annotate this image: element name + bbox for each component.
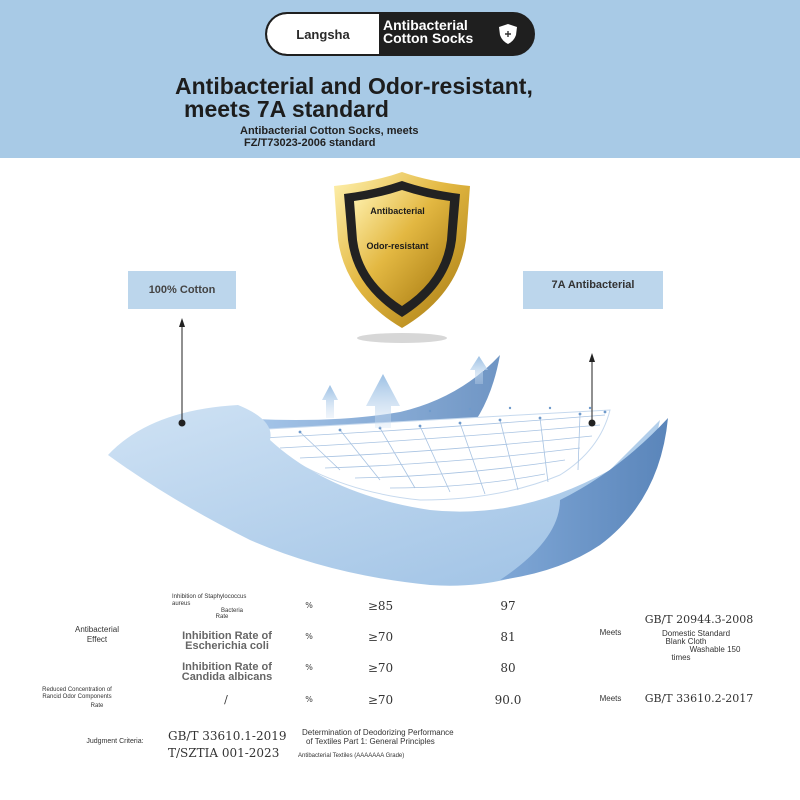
shield-shadow <box>357 333 447 343</box>
judgment-label: Judgment Criteria: <box>86 738 144 745</box>
badge-text: Antibacterial Cotton Socks <box>383 17 495 46</box>
main-title-line-1: Antibacterial and Odor-resistant, <box>175 73 533 99</box>
judgment-code-1: GB/T 33610.1-2019 <box>168 729 287 743</box>
sub-title-line-2: FZ/T73023-2006 standard <box>244 137 376 149</box>
row3-name-line-1: Inhibition Rate of <box>182 661 272 673</box>
upward-arrows <box>322 356 488 428</box>
brand-pill: Langsha Antibacterial Cotton Socks <box>265 12 535 56</box>
shield-text-odor: Odor-resistant <box>366 241 429 251</box>
standard-1-line-4: times <box>671 653 691 662</box>
shield-text-antibacterial: Antibacterial <box>370 206 425 216</box>
standard-1-line-1: Domestic Standard <box>661 629 731 638</box>
row4-result: 90.0 <box>494 693 522 707</box>
meets-label-2: Meets <box>599 694 622 703</box>
row1-requirement: ≥85 <box>367 599 394 613</box>
row1-name-line-3: Bacteria <box>220 607 243 614</box>
judgment-desc-1-line-1: Determination of Deodorizing Performance <box>302 727 454 737</box>
callout-pointers <box>178 318 596 427</box>
meets-label-1: Meets <box>599 628 622 637</box>
row4-name-line-1: Reduced Concentration of <box>42 686 112 693</box>
standard-1-line-2: Blank Cloth <box>665 637 707 646</box>
judgment-desc-1-line-2: of Textiles Part 1: General Principles <box>306 736 435 746</box>
row3-unit: % <box>305 663 313 672</box>
row2-result: 81 <box>500 630 516 644</box>
fabric-layers <box>108 355 668 586</box>
gold-shield-icon <box>334 172 470 328</box>
standard-1-line-3: Washable 150 <box>689 645 741 654</box>
judgment-desc-2: Antibacterial Textiles (AAAAAAA Grade) <box>298 752 405 759</box>
standard-1-code: GB/T 20944.3-2008 <box>644 613 754 626</box>
row3-name-line-2: Candida albicans <box>181 671 273 683</box>
row1-name-line-1: Inhibition of Staphylococcus <box>172 593 247 600</box>
row2-name-line-2: Escherichia coli <box>185 640 269 652</box>
main-title: Antibacterial and Odor-resistant, meets … <box>175 75 645 121</box>
row1-name-line-2: aureus <box>172 600 191 607</box>
row1-unit: % <box>305 601 313 610</box>
row3-requirement: ≥70 <box>367 661 394 675</box>
sub-title-line-1: Antibacterial Cotton Socks, meets <box>240 125 419 137</box>
row1-name-line-4: Rate <box>215 613 229 620</box>
row2-name-line-1: Inhibition Rate of <box>182 630 272 642</box>
row2-unit: % <box>305 632 313 641</box>
main-title-line-2: meets 7A standard <box>184 96 389 122</box>
row2-requirement: ≥70 <box>367 630 394 644</box>
antibacterial-label: 7A Antibacterial <box>523 271 663 309</box>
brand-name: Langsha <box>267 14 379 54</box>
row4-sub: / <box>224 693 228 706</box>
fabric-illustration <box>108 172 668 586</box>
badge-line-1: Antibacterial <box>383 17 468 33</box>
row4-unit: % <box>305 695 313 704</box>
standard-2-code: GB/T 33610.2-2017 <box>644 692 754 705</box>
row4-requirement: ≥70 <box>367 693 394 707</box>
cotton-label: 100% Cotton <box>128 271 236 309</box>
sub-title: Antibacterial Cotton Socks, meets FZ/T73… <box>240 125 540 149</box>
large-up-arrow-icon <box>366 374 400 428</box>
row1-result: 97 <box>500 599 516 613</box>
group-label-line-2: Effect <box>86 635 108 644</box>
small-up-arrow-icon <box>322 385 338 418</box>
judgment-code-2: T/SZTIA 001-2023 <box>168 746 280 760</box>
group-label-line-1: Antibacterial <box>74 625 120 634</box>
badge-line-2: Cotton Socks <box>383 30 474 46</box>
small-up-arrow-icon <box>470 356 488 384</box>
row3-result: 80 <box>500 661 516 675</box>
row4-name-line-2: Rancid Odor Components <box>42 693 112 700</box>
row4-name-line-3: Rate <box>90 702 104 709</box>
shield-plus-icon <box>499 24 517 44</box>
